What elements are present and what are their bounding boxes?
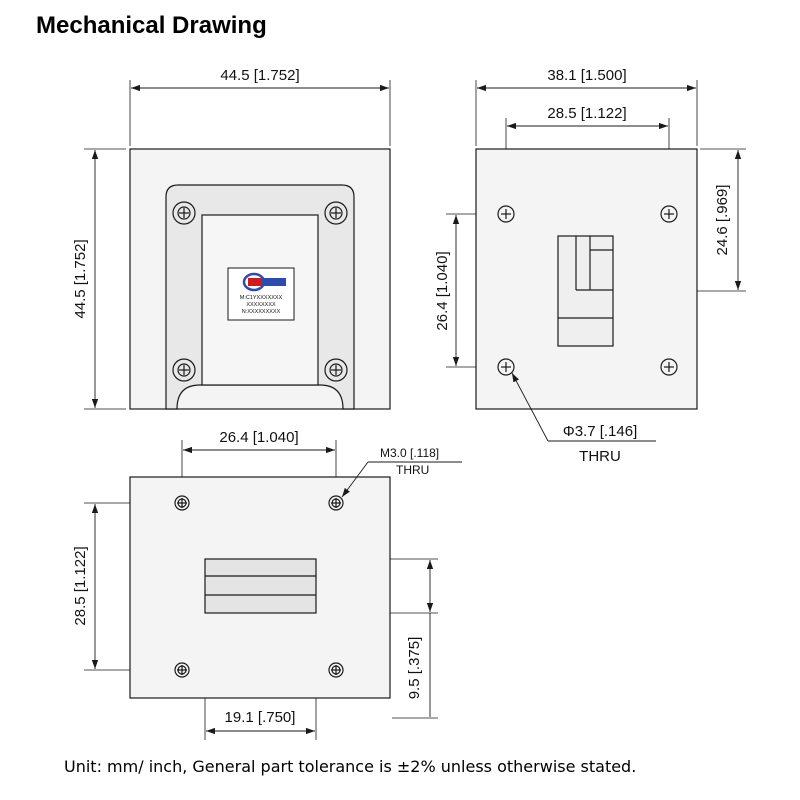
front-screw-bl — [172, 358, 196, 382]
side-right-height-dim: 24.6 [.969] — [714, 185, 731, 256]
side-hole-leader — [511, 372, 549, 442]
side-view — [446, 80, 746, 442]
footer-note: Unit: mm/ inch, General part tolerance i… — [64, 757, 637, 776]
label-line-1: M:C1YXXXXXXX — [240, 295, 283, 301]
bottom-thread-leader — [341, 461, 369, 498]
label-line-2: XXXXXXXX — [246, 302, 276, 308]
side-connector — [557, 235, 614, 347]
bottom-hole-br — [328, 662, 344, 678]
side-hole-tl — [497, 205, 515, 223]
side-left-height-dim: 26.4 [1.040] — [434, 251, 451, 330]
bottom-hole-bl — [174, 662, 190, 678]
front-width-dim: 44.5 [1.752] — [220, 67, 299, 84]
side-hole-callout: Φ3.7 [.146] — [563, 423, 638, 440]
side-width-dim: 38.1 [1.500] — [547, 67, 626, 84]
label-line-3: N:XXXXXXXXX — [242, 309, 281, 315]
side-hole-br — [660, 358, 678, 376]
bottom-hole-tr — [328, 495, 344, 511]
side-hole-bl — [497, 358, 515, 376]
bottom-hole-spacing-dim: 26.4 [1.040] — [219, 429, 298, 446]
bottom-connector — [204, 558, 317, 614]
front-screw-br — [324, 358, 348, 382]
side-hole-tr — [660, 205, 678, 223]
bottom-height-dim: 28.5 [1.122] — [72, 546, 89, 625]
front-screw-tr — [324, 201, 348, 225]
front-height-dim: 44.5 [1.752] — [72, 239, 89, 318]
page-title: Mechanical Drawing — [36, 12, 267, 39]
bottom-hole-tl — [174, 495, 190, 511]
bottom-thread-callout: M3.0 [.118] — [380, 446, 439, 460]
front-view — [84, 80, 391, 410]
bottom-thread-callout-sub: THRU — [396, 463, 429, 477]
bottom-connector-width-dim: 19.1 [.750] — [225, 709, 296, 726]
bottom-right-dim: 9.5 [.375] — [406, 637, 423, 700]
side-hole-callout-sub: THRU — [579, 448, 621, 465]
bottom-view — [84, 440, 462, 740]
front-screw-tl — [172, 201, 196, 225]
product-logo — [242, 272, 286, 292]
side-hole-spacing-dim: 28.5 [1.122] — [547, 105, 626, 122]
